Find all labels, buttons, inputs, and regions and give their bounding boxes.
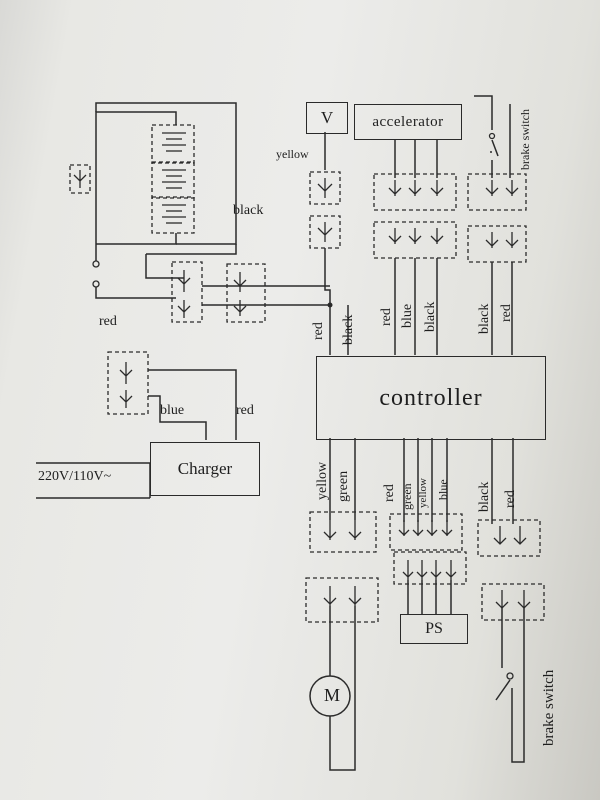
charger-label: Charger [177, 459, 233, 478]
controller-box: controller [316, 356, 546, 440]
voltmeter-label: V [320, 108, 334, 127]
bottom-brake-switch-label: brake switch [541, 669, 557, 746]
top-brake-switch-label: brake switch [518, 109, 532, 170]
mains-voltage-label: 220V/110V~ [38, 469, 112, 484]
brake-top-red-label: red [499, 304, 514, 322]
brake-bottom-red-label: red [503, 490, 518, 508]
motor-yellow-label: yellow [315, 461, 330, 500]
charger-blue-label: blue [160, 403, 185, 418]
battery-black-label: black [233, 203, 264, 218]
motor-label: M [324, 685, 341, 705]
battery-pack [69, 102, 333, 323]
accelerator-wiring [373, 140, 457, 355]
charger-box: Charger [150, 442, 260, 496]
ps-box: PS [400, 614, 468, 644]
ps-yellow-label: yellow [417, 478, 429, 508]
v-yellow-label: yellow [276, 147, 309, 161]
ps-label: PS [425, 620, 443, 637]
accel-blue-label: blue [400, 303, 415, 328]
controller-label: controller [379, 384, 483, 411]
accel-black-label: black [423, 301, 438, 332]
motor-green-label: green [336, 470, 351, 502]
v-meter-wiring [309, 132, 349, 355]
accelerator-label: accelerator [372, 113, 444, 130]
battery-red-label: red [99, 314, 117, 329]
charger-red-label: red [236, 403, 254, 418]
ps-blue-label: blue [436, 479, 450, 500]
top-brake-wiring [467, 95, 527, 355]
accel-red-label: red [379, 308, 394, 326]
power-red-label: red [311, 322, 326, 340]
ps-green-label: green [400, 483, 414, 510]
power-black-label: black [341, 314, 356, 345]
voltmeter-box: V [306, 102, 348, 134]
brake-bottom-black-label: black [477, 481, 492, 512]
accelerator-box: accelerator [354, 104, 462, 140]
motor-wiring [305, 438, 379, 771]
ps-wiring [389, 438, 467, 614]
brake-top-black-label: black [477, 303, 492, 334]
ps-red-label: red [382, 484, 397, 502]
bottom-brake-wiring [477, 438, 545, 763]
